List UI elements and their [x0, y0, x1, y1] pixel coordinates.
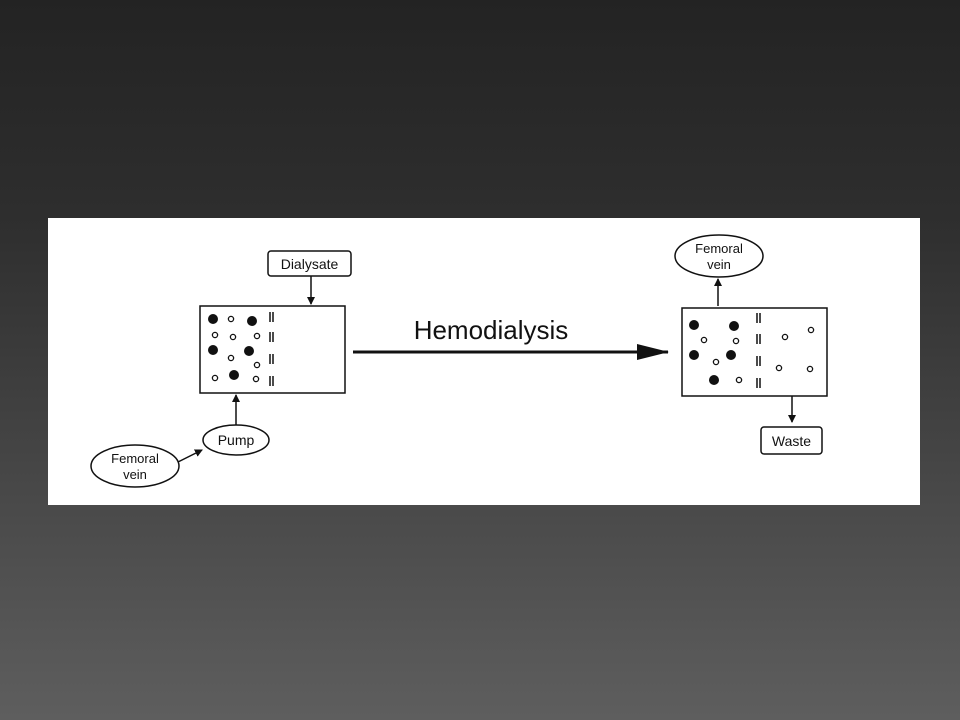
diagram-panel: Dialysate — [48, 218, 920, 505]
small-solutes-before — [211, 315, 261, 383]
dialysate-box: Dialysate — [267, 250, 352, 277]
small-solutes-after — [700, 326, 815, 384]
femoral-vein-source: Femoral vein — [90, 444, 180, 488]
femoral-vein-return: Femoral vein — [674, 234, 764, 278]
waste-box: Waste — [760, 426, 823, 455]
vein-to-pump-arrow — [177, 449, 203, 463]
hemodialysis-label: Hemodialysis — [414, 315, 569, 345]
pump-label: Pump — [218, 432, 255, 448]
femoral-vein-return-line2: vein — [707, 257, 731, 272]
dialysate-label: Dialysate — [281, 256, 339, 272]
membrane-before — [269, 312, 274, 386]
femoral-vein-return-line1: Femoral — [695, 241, 743, 256]
femoral-vein-source-line1: Femoral — [111, 451, 159, 466]
dialyzer-after — [681, 307, 828, 397]
hemodialysis-diagram: Dialysate — [90, 234, 828, 488]
femoral-vein-source-line2: vein — [123, 467, 147, 482]
large-solutes-before — [208, 314, 257, 380]
membrane-after — [756, 313, 761, 388]
large-solutes-after — [689, 320, 739, 385]
waste-label: Waste — [772, 433, 811, 449]
dialyzer-before — [199, 305, 346, 394]
pump-node: Pump — [202, 424, 270, 456]
